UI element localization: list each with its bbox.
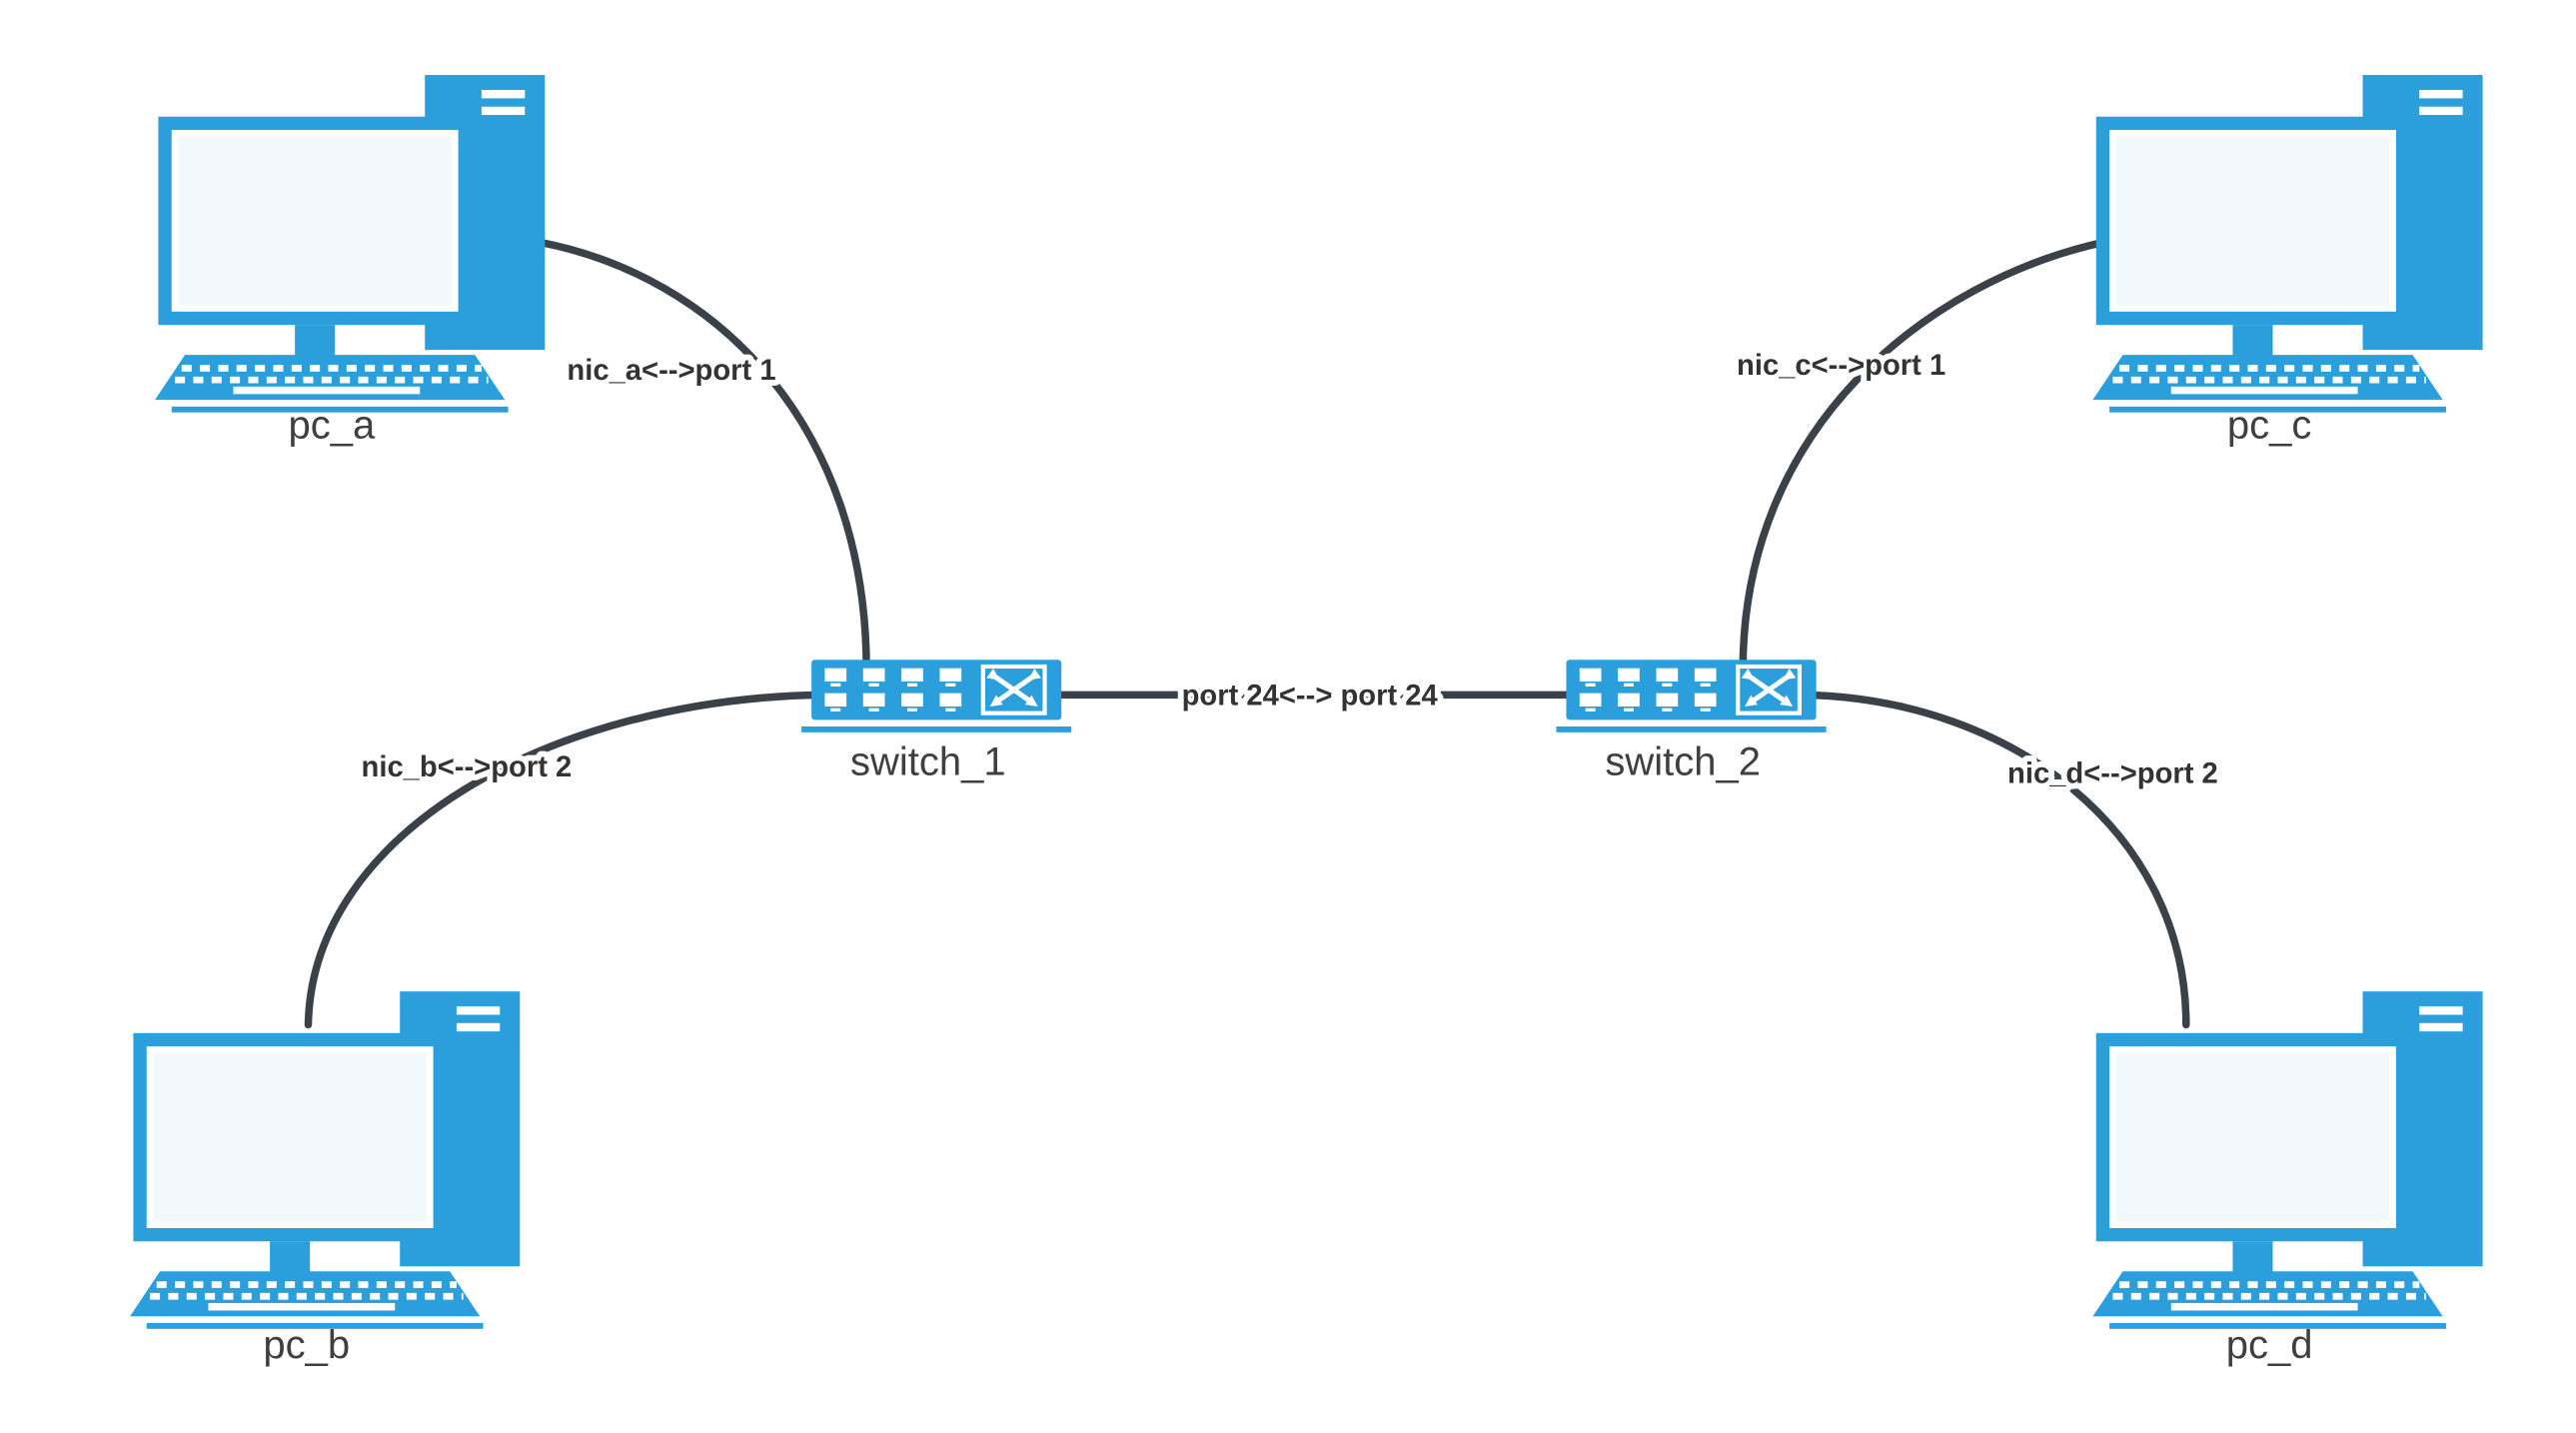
node-pc-b[interactable]: pc_b [130,991,520,1367]
node-switch-1[interactable]: switch_1 [801,660,1071,783]
edge-switch-1-switch-2[interactable]: port 24<--> port 24 [1049,674,1577,717]
edge-label-pc-b-switch-1: nic_b<-->port 2 [362,751,573,783]
edges-layer: nic_a<-->port 1 nic_b<-->port 2 port 24<… [304,238,2224,1029]
node-label-pc-a: pc_a [288,404,375,448]
node-pc-c[interactable]: pc_c [2092,75,2482,448]
edge-label-switch-1-switch-2: port 24<--> port 24 [1182,680,1439,712]
node-label-pc-b: pc_b [263,1323,350,1367]
edge-pc-d-switch-2[interactable]: nic_d<-->port 2 [1802,691,2224,1029]
pc-icon [130,991,520,1329]
pc-icon [2092,75,2482,413]
pc-icon [155,75,545,413]
switch-icon [1556,660,1826,732]
edge-label-pc-a-switch-1: nic_a<-->port 1 [567,355,775,387]
node-label-pc-d: pc_d [2226,1323,2313,1367]
node-label-switch-2: switch_2 [1605,739,1761,783]
edge-pc-b-switch-1[interactable]: nic_b<-->port 2 [304,691,824,1029]
node-pc-a[interactable]: pc_a [155,75,545,448]
edge-pc-c-switch-2[interactable]: nic_c<-->port 1 [1731,238,2110,675]
nodes-layer: pc_a pc_b pc_c pc_d switch_1 switch_2 [130,75,2483,1367]
edge-pc-a-switch-1[interactable]: nic_a<-->port 1 [533,238,870,675]
switch-icon [801,660,1071,732]
pc-icon [2092,991,2482,1329]
edge-label-pc-d-switch-2: nic_d<-->port 2 [2007,758,2218,790]
node-label-pc-c: pc_c [2227,404,2312,448]
node-label-switch-1: switch_1 [850,739,1006,783]
node-switch-2[interactable]: switch_2 [1556,660,1826,783]
edge-label-pc-c-switch-2: nic_c<-->port 1 [1737,350,1945,382]
node-pc-d[interactable]: pc_d [2092,991,2482,1367]
